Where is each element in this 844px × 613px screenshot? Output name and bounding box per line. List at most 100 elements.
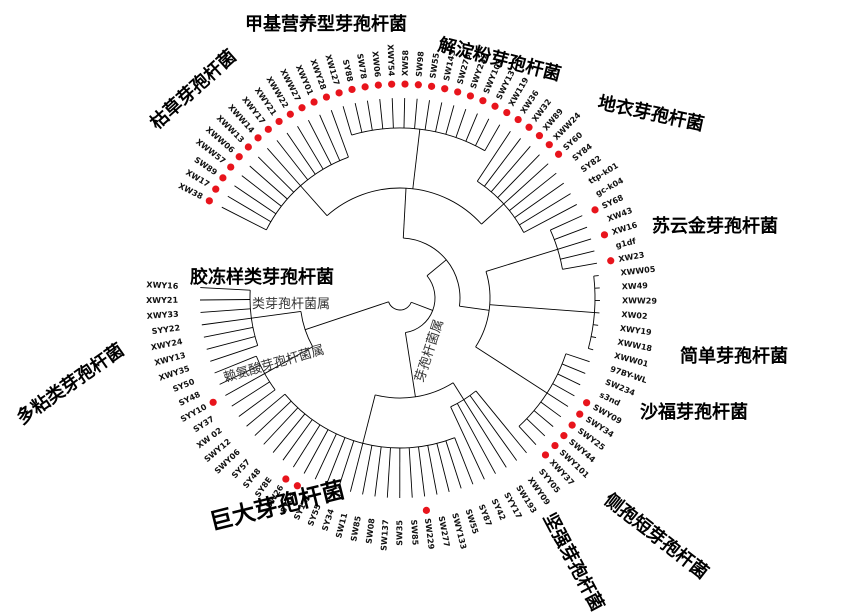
clade-label-methylotrophicus: 甲基营养型芽孢杆菌	[245, 13, 407, 35]
internal-branch	[251, 310, 301, 319]
leaf-branch	[366, 100, 373, 131]
leaf-branch	[354, 102, 363, 133]
leaf-branch	[445, 440, 462, 489]
leaf-branch	[436, 443, 450, 492]
leaf-marker-dot	[514, 115, 522, 124]
leaf-marker-dot	[286, 110, 294, 118]
leaf-branch	[238, 389, 276, 417]
leaf-marker-dot	[591, 206, 599, 214]
leaf-branch	[330, 110, 349, 158]
leaf-marker-dot	[361, 83, 369, 91]
leaf-branch	[408, 447, 413, 498]
leaf-label: SW277	[437, 515, 452, 547]
leaf-branch	[403, 98, 406, 129]
leaf-label: XWW29	[622, 296, 657, 305]
leaf-label: SW137	[379, 519, 390, 551]
leaf-branch	[557, 373, 581, 386]
leaf-branch	[379, 98, 384, 129]
leaf-branch	[391, 98, 394, 129]
leaf-branch	[445, 105, 455, 135]
leaf-branch	[557, 238, 592, 250]
leaf-label: XWY16	[146, 280, 179, 291]
leaf-branch	[593, 324, 599, 326]
leaf-branch	[463, 399, 507, 468]
leaf-marker-dot	[401, 80, 409, 88]
leaf-branch	[546, 392, 569, 407]
leaf-branch	[314, 433, 337, 480]
leaf-label: XW58	[401, 49, 411, 76]
leaf-branch	[424, 100, 430, 130]
leaf-label: XWY19	[619, 324, 652, 337]
leaf-branch	[418, 446, 426, 497]
leaf-branch	[593, 275, 599, 277]
leaf-marker-dot	[348, 85, 356, 94]
leaf-marker-dot	[479, 97, 487, 105]
leaf-branch	[475, 118, 490, 146]
leaf-branch	[200, 287, 251, 291]
leaf-marker-dot	[441, 85, 449, 93]
leaf-branch	[263, 407, 299, 445]
leaf-marker-dot	[541, 451, 550, 459]
leaf-marker-dot	[414, 81, 422, 89]
leaf-branch	[342, 106, 353, 136]
leaf-branch	[374, 446, 382, 497]
leaf-label: SY34	[320, 507, 336, 532]
leaf-label: XWW05	[620, 265, 656, 278]
internal-branch	[485, 248, 558, 272]
leaf-marker-dot	[322, 93, 331, 101]
leaf-label: XWY24	[150, 337, 183, 352]
leaf-marker-dot	[466, 92, 475, 100]
clade-label-licheniformis: 地衣芽孢杆菌	[596, 91, 706, 135]
leaf-marker-dot	[388, 80, 396, 88]
leaf-branch	[276, 140, 309, 181]
leaf-label: g1df	[615, 236, 638, 250]
leaf-label: SY87	[477, 503, 494, 527]
leaf-marker-dot	[503, 108, 511, 117]
leaf-marker-dot	[607, 257, 615, 265]
leaf-label: SYY22	[151, 323, 180, 336]
leaf-branch	[200, 299, 251, 301]
internal-arc	[388, 301, 412, 311]
clade-label-safensis: 沙福芽孢杆菌	[640, 401, 748, 423]
leaf-branch	[206, 336, 256, 350]
clade-label-polymyxa: 多粘类芽孢杆菌	[12, 339, 128, 429]
internal-branch	[304, 301, 389, 331]
internal-branch	[362, 394, 376, 444]
leaf-label: SW11	[334, 512, 349, 540]
leaf-branch	[227, 195, 272, 223]
leaf-marker-dot	[298, 104, 306, 112]
leaf-branch	[490, 145, 531, 193]
leaf-marker-dot	[219, 174, 227, 182]
clade-label-simplex: 简单芽孢杆菌	[680, 345, 788, 367]
leaf-marker-dot	[264, 125, 272, 133]
internal-branch	[459, 305, 490, 311]
leaf-label: XWY13	[153, 351, 186, 368]
leaf-label: XWY21	[146, 296, 178, 305]
leaf-branch	[326, 437, 346, 485]
leaf-marker-dot	[491, 102, 499, 110]
leaf-branch	[509, 172, 557, 211]
leaf-marker-dot	[583, 399, 591, 407]
leaf-branch	[337, 440, 355, 489]
leaf-branch	[249, 165, 288, 200]
internal-branch	[412, 129, 421, 189]
leaf-branch	[540, 401, 562, 418]
leaf-label: XWY33	[146, 310, 178, 321]
leaf-label: XWY54	[386, 44, 396, 77]
leaf-branch	[465, 113, 478, 142]
leaf-branch	[414, 98, 418, 129]
leaf-label: SW55	[428, 52, 441, 79]
internal-branch	[402, 188, 407, 239]
leaf-branch	[518, 426, 537, 445]
leaf-marker-dot	[422, 506, 430, 514]
leaf-label: SW85	[409, 519, 420, 546]
leaf-branch	[254, 400, 292, 436]
clade-label-amyloliquefaciens: 解淀粉芽孢杆菌	[436, 34, 564, 86]
leaf-branch	[533, 410, 554, 427]
leaf-label: SW08	[364, 517, 376, 544]
leaf-label: XWW18	[617, 338, 653, 354]
leaf-label: XW49	[621, 281, 648, 291]
leaf-label: XW02	[621, 310, 648, 321]
leaf-branch	[257, 156, 295, 193]
leaf-branch	[246, 393, 286, 427]
